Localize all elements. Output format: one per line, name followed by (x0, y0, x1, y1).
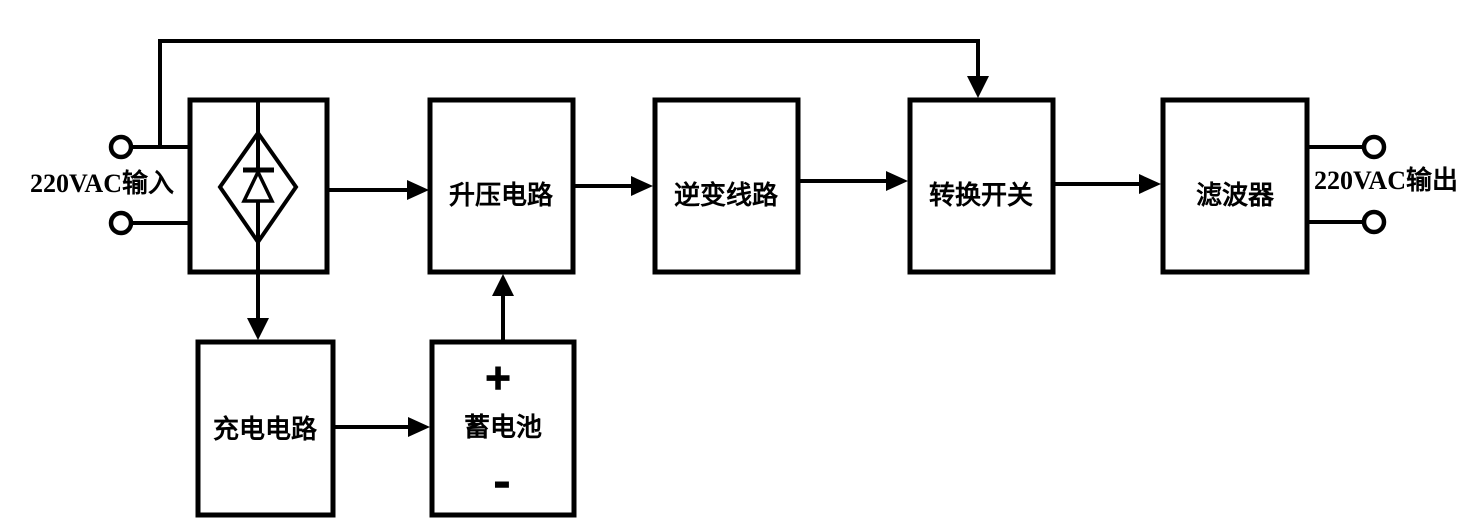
arrowhead-icon (492, 274, 514, 296)
arrow-switch-to-filter (1055, 174, 1161, 194)
transfer-switch-box (907, 97, 1056, 275)
battery-plus-symbol: + (485, 354, 510, 403)
charger-box (195, 339, 336, 518)
input-terminal-bottom (108, 210, 134, 236)
output-terminal-bottom (1361, 209, 1387, 235)
boost-circuit-block: 升压电路 (427, 97, 576, 275)
filter-label: 滤波器 (1196, 181, 1275, 210)
battery-block: + 蓄电池 - (429, 339, 577, 518)
boost-circuit-box (427, 97, 576, 275)
diode-triangle (241, 167, 275, 203)
arrow-battery-to-boost (492, 274, 514, 342)
input-terminal-top (108, 134, 134, 160)
arrow-inverter-to-switch (800, 171, 908, 191)
arrowhead-icon (1139, 174, 1161, 194)
transfer-switch-block: 转换开关 (907, 97, 1056, 275)
arrow-charger-to-battery (335, 417, 430, 437)
boost-circuit-label: 升压电路 (449, 180, 554, 210)
inverter-circuit-box (652, 97, 801, 275)
charger-block: 充电电路 (195, 339, 336, 518)
filter-block: 滤波器 (1160, 97, 1310, 275)
inverter-circuit-label: 逆变线路 (674, 180, 779, 210)
input-label: 220VAC输入 (30, 168, 174, 198)
arrowhead-icon (408, 417, 430, 437)
arrowhead-icon (247, 318, 269, 340)
transfer-switch-label: 转换开关 (929, 181, 1033, 210)
arrowhead-icon (631, 176, 653, 196)
arrowhead-icon (407, 180, 429, 200)
inverter-circuit-block: 逆变线路 (652, 97, 801, 275)
arrow-rectifier-to-boost (329, 180, 429, 200)
arrowhead-icon (886, 171, 908, 191)
bypass-wire (158, 39, 980, 149)
arrow-boost-to-inverter (575, 176, 653, 196)
charger-label: 充电电路 (213, 414, 318, 444)
filter-box (1160, 97, 1310, 275)
bypass-arrowhead-icon (967, 76, 989, 98)
battery-box (429, 339, 577, 518)
battery-label: 蓄电池 (464, 413, 542, 442)
arrow-bypass-to-switch (158, 39, 989, 149)
output-terminal-top (1361, 134, 1387, 160)
arrow-rectifier-to-charger (247, 242, 269, 340)
output-label: 220VAC输出 (1314, 165, 1458, 195)
battery-minus-symbol: - (495, 456, 510, 505)
